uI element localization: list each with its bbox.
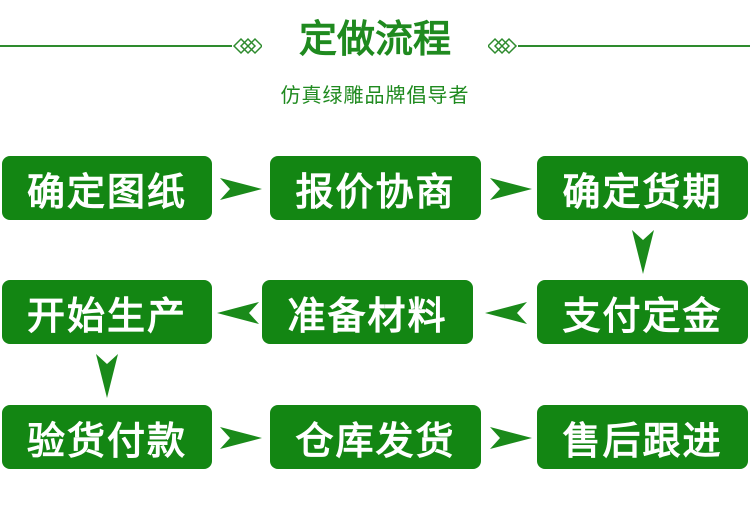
step-label: 开始生产 — [26, 293, 187, 338]
step-label: 仓库发货 — [295, 418, 456, 463]
step-pay-deposit: 支付定金 — [537, 280, 748, 344]
step-confirm-delivery-date: 确定货期 — [537, 156, 748, 220]
step-prepare-materials: 准备材料 — [262, 280, 473, 344]
arrow-right-icon — [220, 427, 262, 449]
arrow-down-icon — [632, 230, 654, 274]
step-confirm-drawing: 确定图纸 — [2, 156, 212, 220]
arrow-left-icon — [485, 302, 527, 324]
step-label: 支付定金 — [562, 293, 723, 338]
step-label: 报价协商 — [295, 169, 456, 214]
arrow-right-icon — [220, 178, 262, 200]
arrow-left-icon — [217, 302, 259, 324]
step-label: 验货付款 — [26, 418, 187, 463]
arrow-down-icon — [96, 354, 118, 398]
step-warehouse-shipping: 仓库发货 — [270, 405, 481, 469]
step-start-production: 开始生产 — [2, 280, 212, 344]
step-label: 售后跟进 — [562, 418, 723, 463]
step-after-sales-followup: 售后跟进 — [537, 405, 748, 469]
step-quote-negotiation: 报价协商 — [270, 156, 481, 220]
page-title: 定做流程 — [298, 17, 451, 61]
arrow-right-icon — [490, 178, 532, 200]
arrow-right-icon — [490, 427, 532, 449]
header-rule-right — [518, 45, 750, 47]
diamond-ornament-icon — [486, 36, 518, 56]
step-label: 确定货期 — [562, 169, 723, 214]
step-inspect-and-pay: 验货付款 — [2, 405, 212, 469]
step-label: 确定图纸 — [26, 169, 187, 214]
step-label: 准备材料 — [287, 293, 448, 338]
page-subtitle: 仿真绿雕品牌倡导者 — [280, 83, 470, 107]
header-rule-left — [0, 45, 232, 47]
